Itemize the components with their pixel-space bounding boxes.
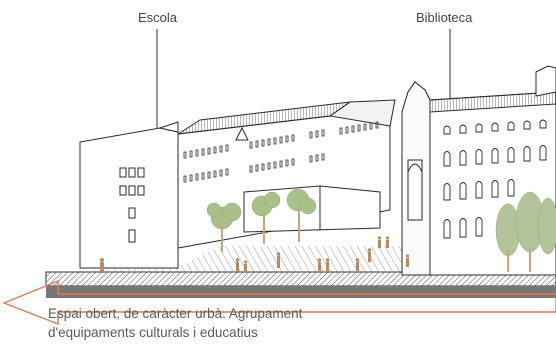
people <box>100 236 410 273</box>
biblioteca-windows <box>443 119 547 239</box>
tree <box>495 191 556 272</box>
biblioteca-label: Biblioteca <box>416 10 473 25</box>
direction-arrow <box>2 279 556 326</box>
trees <box>206 188 556 272</box>
tree <box>286 188 317 242</box>
caption: Espai obert, de caràcter urbà. Agrupamen… <box>48 304 302 342</box>
escola-building <box>79 99 396 269</box>
tree <box>251 191 281 244</box>
escola-label: Escola <box>138 10 178 25</box>
ground-slab <box>45 271 556 298</box>
caption-line-2: d'equipaments culturals i educatius <box>48 325 258 340</box>
caption-line-1: Espai obert, de caràcter urbà. Agrupamen… <box>48 306 303 321</box>
escola-windows <box>119 167 145 243</box>
plaza-paving <box>60 246 430 272</box>
escola-wing-windows <box>183 121 379 183</box>
tree <box>206 202 242 252</box>
